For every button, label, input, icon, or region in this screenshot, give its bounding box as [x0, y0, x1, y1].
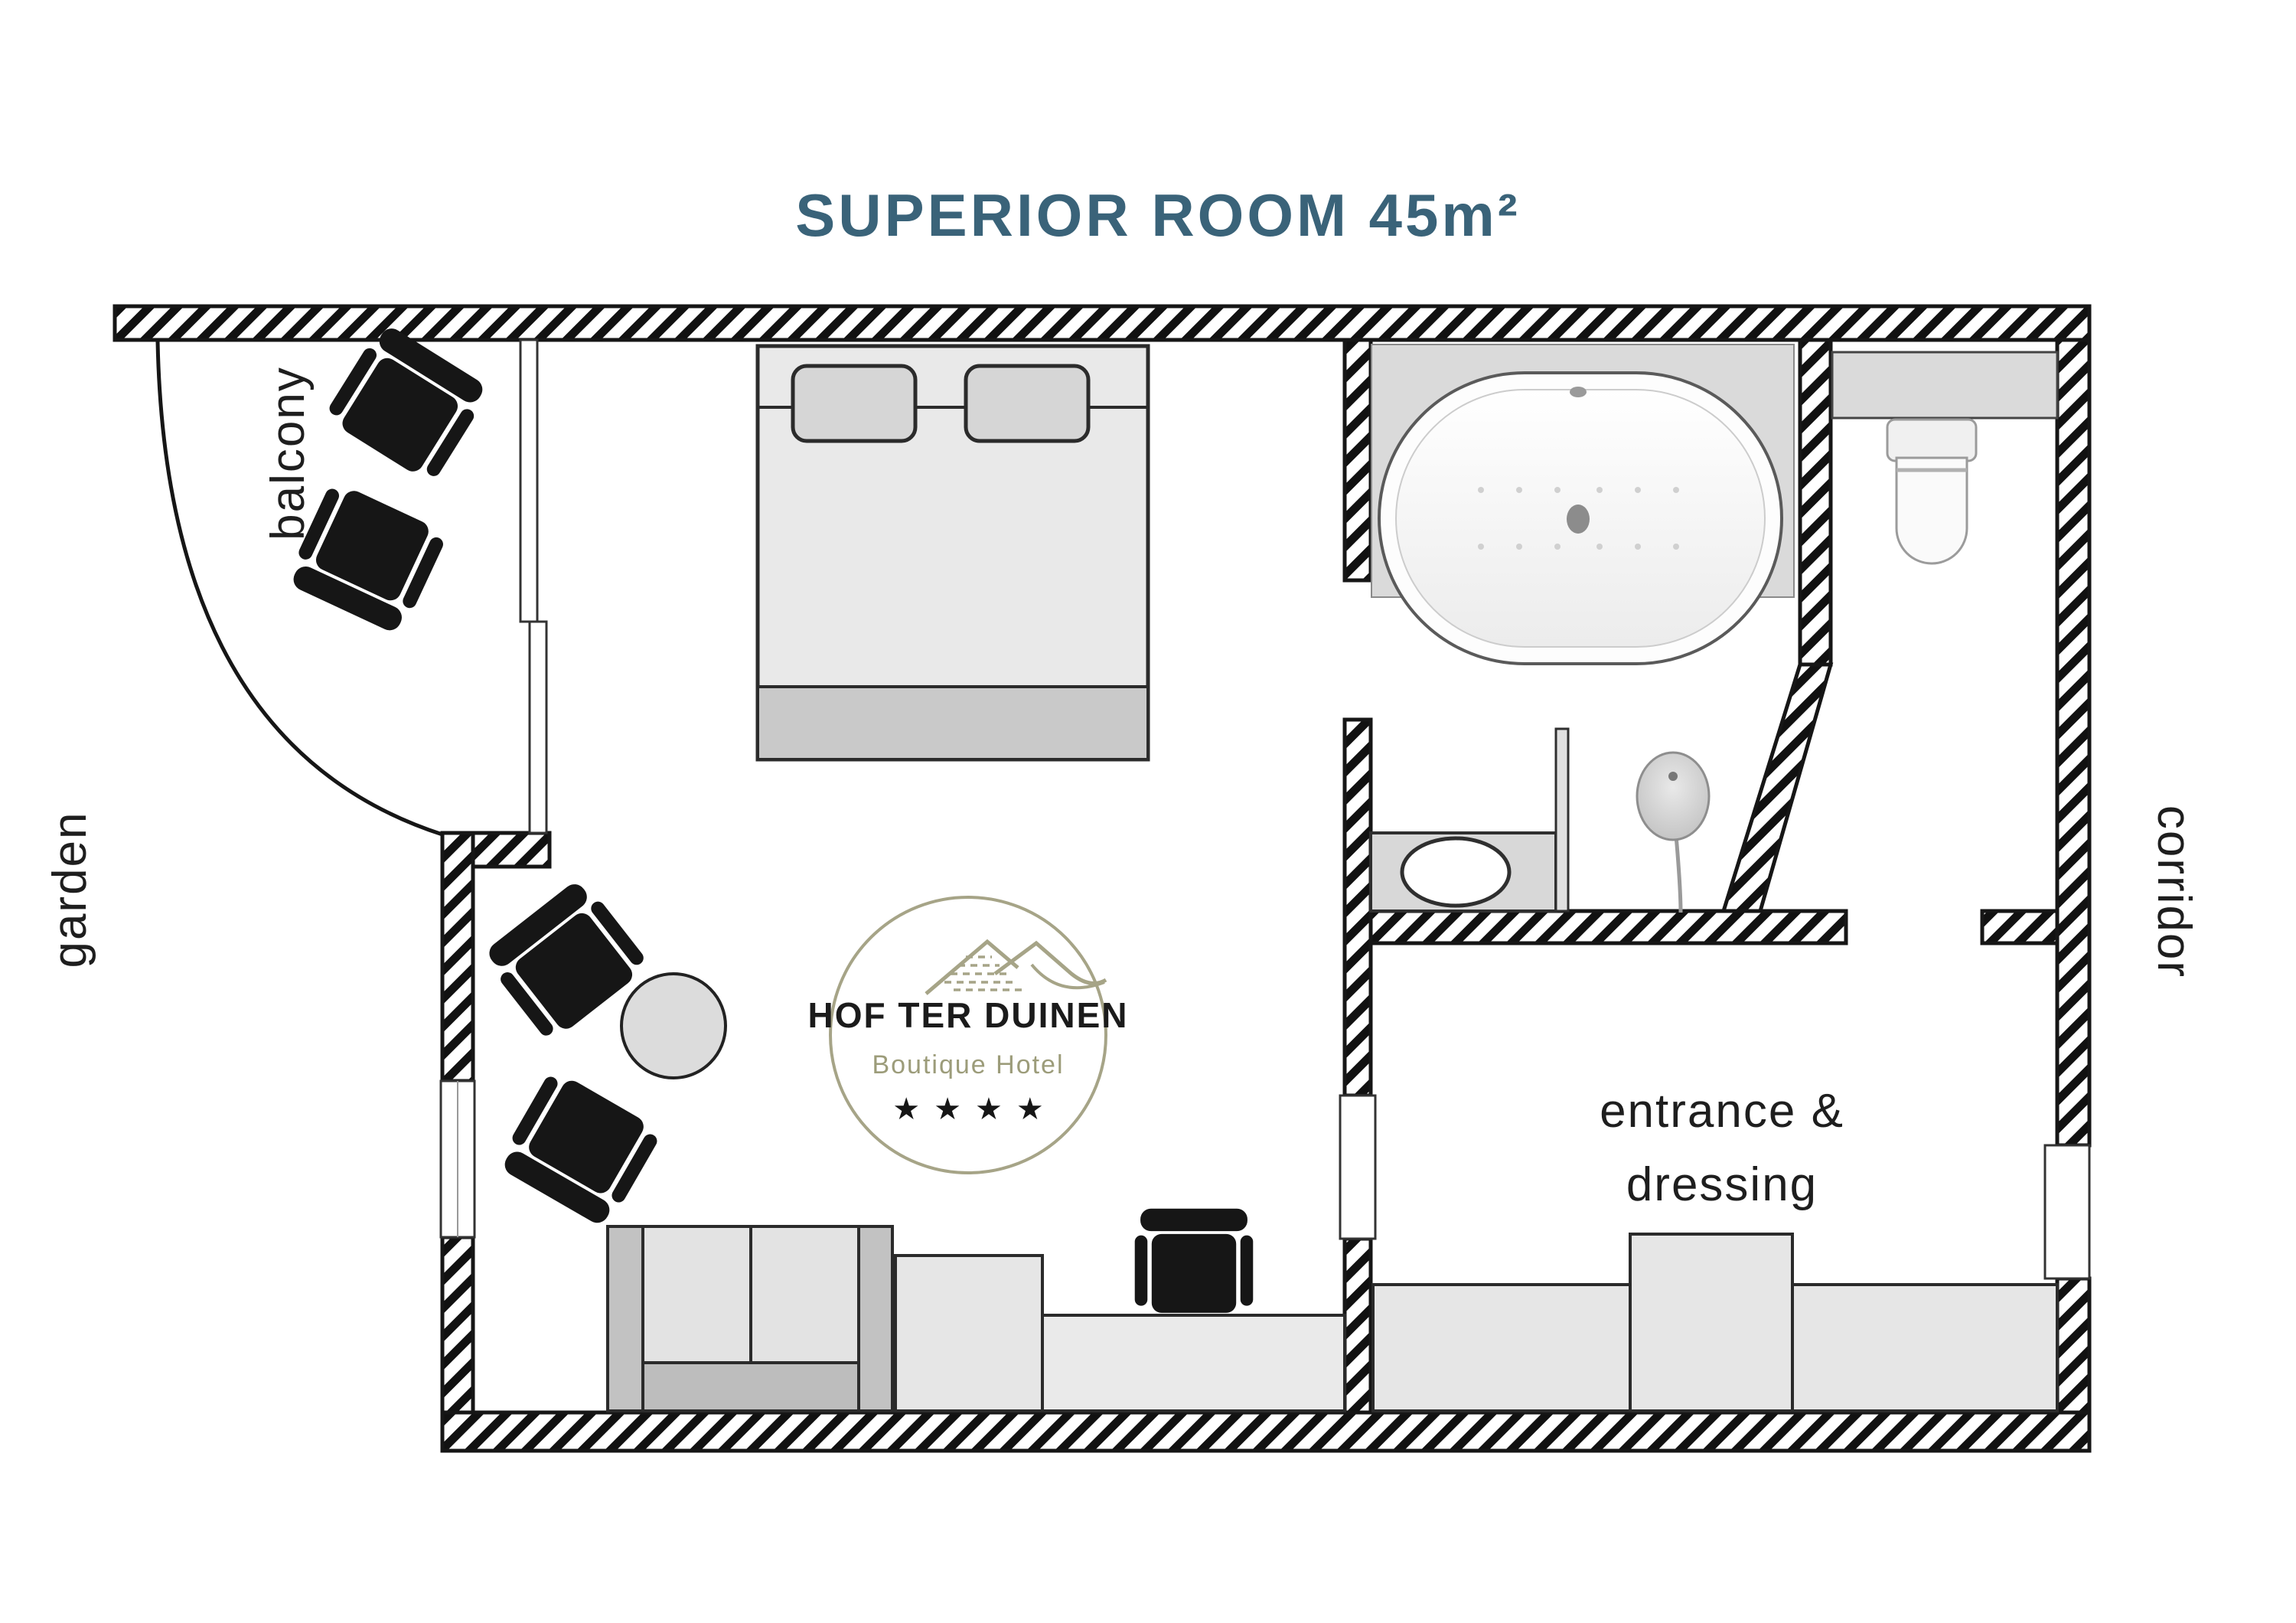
dunes-icon [925, 939, 1107, 995]
sofa-front-band [641, 1361, 894, 1412]
sofa-cushion-right [749, 1225, 860, 1364]
wall-left-lower [440, 1235, 475, 1415]
label-balcony: balcony [262, 366, 315, 540]
logo-stars: ★★★★ [892, 1092, 1057, 1126]
shower-head [1636, 751, 1711, 841]
coffee-table [620, 972, 727, 1079]
balcony-curve [155, 341, 443, 837]
pillow-left [791, 364, 918, 443]
tub-drain [1567, 505, 1590, 534]
wall-wc-slanted [1720, 662, 1834, 913]
sink-basin [1400, 836, 1512, 908]
shower-knob [1668, 772, 1678, 781]
shower-partition [1554, 727, 1570, 913]
balcony-glass-wall-upper [519, 338, 539, 623]
wall-bottom [440, 1410, 2092, 1453]
rain-shower [1636, 751, 1711, 913]
openings [439, 338, 2091, 1280]
desk-chair-icon [1134, 1208, 1254, 1313]
wall-divider-a [1342, 338, 1373, 583]
pillow-right [964, 364, 1091, 443]
page-title: SUPERIOR ROOM 45m² [795, 181, 1520, 249]
logo-ring [829, 896, 1107, 1174]
armchair-icon [495, 1067, 664, 1230]
armchair-icon [322, 321, 492, 485]
wall-left-upper [440, 831, 475, 1083]
label-corridor: corridor [2148, 805, 2200, 978]
toilet-bowl [1895, 456, 1968, 565]
toilet-tank [1886, 418, 1978, 462]
label-garden: garden [44, 811, 96, 968]
bedroom-entrance-door [1339, 1094, 1377, 1240]
bathtub [1371, 344, 1795, 665]
sofa-cushion-left [641, 1225, 752, 1364]
tub-overflow [1570, 387, 1587, 397]
room-entrance-door [2043, 1144, 2091, 1280]
wc-shelf [1831, 351, 2059, 420]
wardrobe-block [1629, 1233, 1794, 1412]
sofa-armrest-left [606, 1225, 644, 1412]
logo-subtitle: Boutique Hotel [872, 1050, 1064, 1079]
wall-entry-stub [1980, 909, 2060, 945]
bed-foot-throw [756, 685, 1150, 761]
hotel-logo: HOF TER DUINEN Boutique Hotel ★★★★ [808, 896, 1129, 1174]
wall-divider-b [1342, 717, 1373, 1098]
vanity-sink [1369, 727, 1570, 913]
cabinet [894, 1254, 1044, 1412]
wall-right-upper [2055, 338, 2092, 1148]
tub-jets [1478, 487, 1679, 550]
desk [1041, 1314, 1346, 1412]
sofa-armrest-right [857, 1225, 894, 1412]
balcony-glass-wall-lower [528, 620, 548, 834]
label-entrance-line1: entrance & [1600, 1085, 1844, 1138]
wall-bath-bottom [1368, 909, 1848, 945]
wall-wc [1798, 338, 1833, 667]
double-bed [755, 344, 1150, 762]
wall-top [113, 304, 2092, 342]
sofa [606, 1225, 894, 1412]
wall-divider-c [1342, 1236, 1373, 1415]
wardrobe [1371, 1233, 2059, 1412]
logo-hotel-name: HOF TER DUINEN [808, 995, 1129, 1035]
label-entrance-line2: dressing [1626, 1158, 1818, 1211]
wc-area [1831, 351, 2059, 565]
